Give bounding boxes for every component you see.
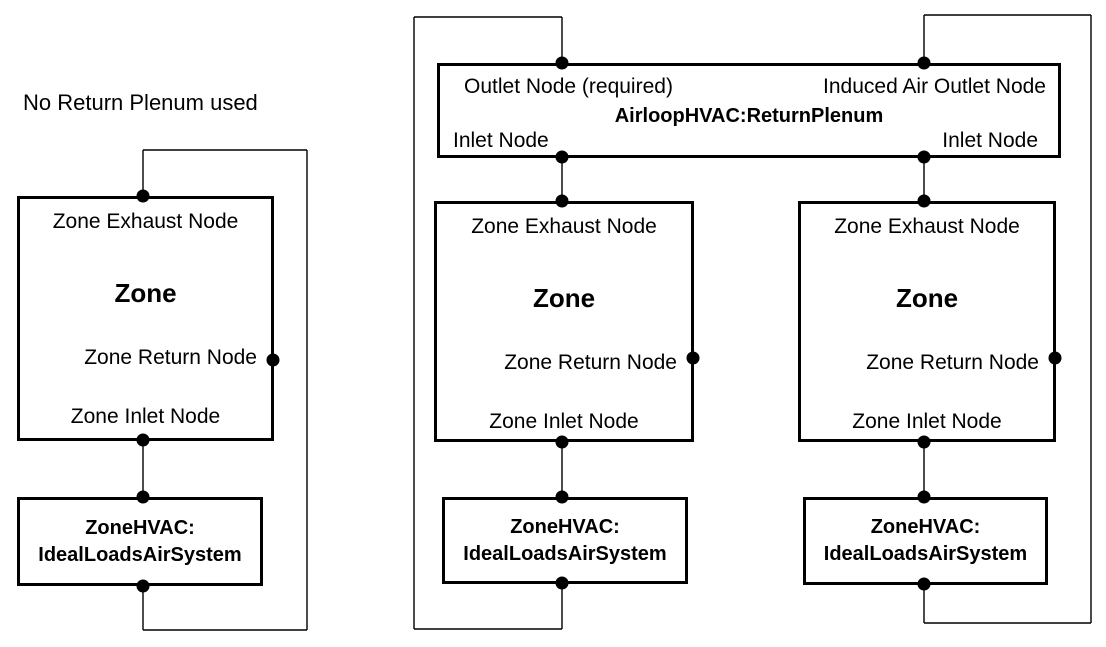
zone-exhaust-node-label: Zone Exhaust Node	[834, 215, 1020, 238]
zone-return-node-label: Zone Return Node	[866, 351, 1039, 374]
ideal-loads-label-line2: IdealLoadsAirSystem	[823, 543, 1028, 565]
plenum-name-label: AirloopHVAC:ReturnPlenum	[614, 105, 884, 127]
zone-box-right: Zone Exhaust Node Zone Zone Return Node …	[798, 201, 1056, 442]
ideal-loads-label-line2: IdealLoadsAirSystem	[463, 542, 667, 565]
zone-exhaust-node-label: Zone Exhaust Node	[52, 210, 239, 233]
zone-name-label: Zone	[114, 278, 177, 308]
plenum-inlet-node-left-label: Inlet Node	[453, 129, 549, 152]
plenum-inlet-node-right-label: Inlet Node	[942, 129, 1038, 152]
zone-exhaust-node-label: Zone Exhaust Node	[471, 215, 657, 238]
zone-box-left: Zone Exhaust Node Zone Zone Return Node …	[17, 196, 274, 441]
ideal-loads-label-line1: ZoneHVAC:	[85, 516, 195, 539]
ideal-loads-label-line1: ZoneHVAC:	[870, 516, 981, 538]
node-dot	[917, 435, 931, 449]
ideal-loads-label-line2: IdealLoadsAirSystem	[38, 543, 242, 566]
zone-return-node-label: Zone Return Node	[504, 351, 677, 374]
zone-name-label: Zone	[895, 283, 959, 313]
ideal-loads-box-left: ZoneHVAC: IdealLoadsAirSystem	[17, 497, 263, 586]
zone-return-node-label: Zone Return Node	[84, 346, 257, 369]
zone-box-middle: Zone Exhaust Node Zone Zone Return Node …	[434, 201, 694, 442]
left-diagram-title: No Return Plenum used	[23, 90, 258, 115]
zone-name-label: Zone	[532, 283, 596, 313]
ideal-loads-box-middle: ZoneHVAC: IdealLoadsAirSystem	[442, 497, 688, 584]
plenum-outlet-node-label: Outlet Node (required)	[464, 75, 673, 98]
ideal-loads-box-right: ZoneHVAC: IdealLoadsAirSystem	[803, 497, 1048, 585]
zone-inlet-node-label: Zone Inlet Node	[70, 405, 221, 428]
zone-inlet-node-label: Zone Inlet Node	[852, 410, 1002, 433]
node-dot	[136, 579, 150, 593]
node-dot	[555, 435, 569, 449]
ideal-loads-label-line1: ZoneHVAC:	[510, 515, 620, 538]
plenum-induced-air-outlet-node-label: Induced Air Outlet Node	[823, 75, 1046, 98]
zone-inlet-node-label: Zone Inlet Node	[489, 410, 639, 433]
return-plenum-box: Outlet Node (required) Induced Air Outle…	[437, 63, 1061, 158]
